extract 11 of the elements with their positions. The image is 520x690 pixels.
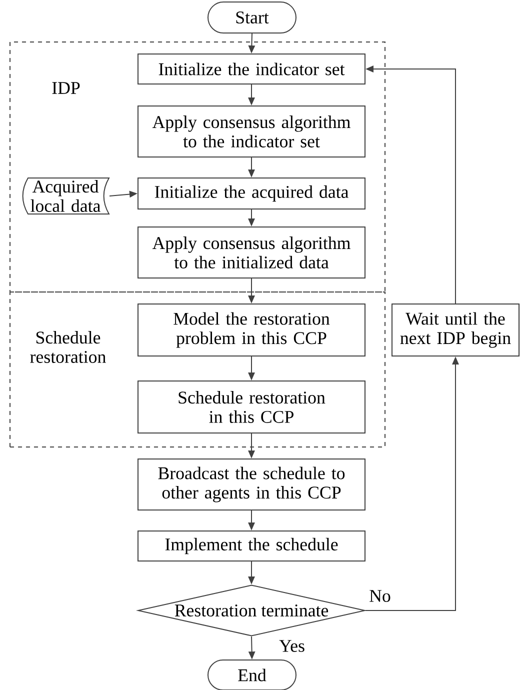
process-box: Model the restoration problem in this CCP xyxy=(138,304,366,356)
process-box: Broadcast the schedule to other agents in this CCP xyxy=(138,458,366,510)
edge-label: Yes xyxy=(278,638,306,654)
process-box: Apply consensus algorithm to the initialized data xyxy=(138,226,366,278)
process-box: Wait until the next IDP begin xyxy=(392,304,520,356)
process-box: Apply consensus algorithm to the indicator set xyxy=(138,106,366,158)
process-box: Initialize the acquired data xyxy=(138,178,366,210)
edge-label: No xyxy=(368,588,392,604)
process-box: Schedule restoration in this CCP xyxy=(138,380,366,434)
process-box: Implement the schedule xyxy=(138,530,366,562)
process-box: Initialize the indicator set xyxy=(138,54,366,84)
